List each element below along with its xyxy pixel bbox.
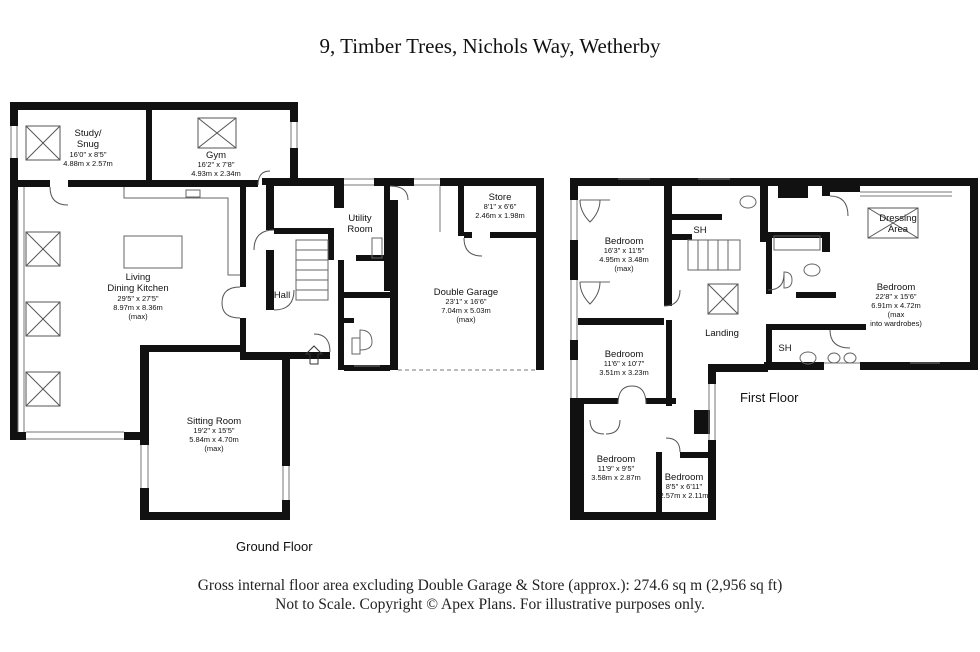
floor-area-note: Gross internal floor area excluding Doub…: [197, 577, 783, 594]
bed3-name: Bedroom: [597, 454, 636, 465]
ground-floor-walls: [10, 102, 544, 520]
dressing-name-2: Area: [888, 224, 909, 235]
ground-floor-doors: [49, 170, 483, 353]
master-note-2: into wardrobes): [870, 319, 922, 328]
master-metric: 6.91m x 4.72m: [871, 301, 921, 310]
roof-lights: [25, 117, 919, 407]
garage-note: (max): [456, 315, 476, 324]
entrance-arrow: [304, 345, 324, 365]
kitchen-metric: 8.97m x 8.36m: [113, 303, 163, 312]
kitchen-note: (max): [128, 312, 148, 321]
bed4-name: Bedroom: [665, 472, 704, 483]
garage-name: Double Garage: [434, 287, 498, 298]
bed1-metric: 4.95m x 3.48m: [599, 255, 649, 264]
garage-metric: 7.04m x 5.03m: [441, 306, 491, 315]
first-floor-fittings: [580, 195, 857, 365]
bed2-name: Bedroom: [605, 349, 644, 360]
store-name: Store: [489, 192, 512, 203]
dressing-name-1: Dressing: [879, 213, 917, 224]
plan-title: 9, Timber Trees, Nichols Way, Wetherby: [319, 34, 661, 58]
bed3-metric: 3.58m x 2.87m: [591, 473, 641, 482]
utility-name-2: Room: [347, 224, 372, 235]
gym-name: Gym: [206, 150, 226, 161]
sitting-imperial: 19'2" x 15'5": [193, 426, 234, 435]
first-floor-walls: [570, 178, 978, 520]
kitchen-imperial: 29'5" x 27'5": [117, 294, 158, 303]
utility-name-1: Utility: [348, 213, 371, 224]
master-name: Bedroom: [877, 282, 916, 293]
landing-name: Landing: [705, 328, 739, 339]
bed4-metric: 2.57m x 2.11m: [659, 491, 708, 500]
sitting-note: (max): [204, 444, 224, 453]
kitchen-name-1: Living: [126, 272, 151, 283]
bed3-imperial: 11'9" x 9'5": [598, 464, 635, 473]
study-name-2: Snug: [77, 139, 99, 150]
shower-1: SH: [693, 225, 706, 236]
room-labels: Study/ Snug 16'0" x 8'5" 4.88m x 2.57m G…: [63, 128, 922, 500]
bed4-imperial: 8'5" x 6'11": [666, 482, 703, 491]
store-metric: 2.46m x 1.98m: [475, 211, 525, 220]
hall-name: Hall: [274, 290, 290, 301]
kitchen-fittings: [123, 187, 383, 355]
master-note-1: (max: [888, 310, 905, 319]
kitchen-name-2: Dining Kitchen: [107, 283, 168, 294]
copyright-note: Not to Scale. Copyright © Apex Plans. Fo…: [275, 596, 705, 613]
shower-2: SH: [778, 343, 791, 354]
study-metric: 4.88m x 2.57m: [63, 159, 113, 168]
sitting-name: Sitting Room: [187, 416, 241, 427]
bed2-imperial: 11'6" x 10'7": [604, 359, 645, 368]
ground-floor-label: Ground Floor: [236, 539, 313, 554]
first-floor-label: First Floor: [740, 390, 799, 405]
bed2-metric: 3.51m x 3.23m: [599, 368, 649, 377]
garage-imperial: 23'1" x 16'6": [445, 297, 486, 306]
master-imperial: 22'8" x 15'6": [875, 292, 916, 301]
study-name-1: Study/: [75, 128, 102, 139]
store-imperial: 8'1" x 6'6": [484, 202, 517, 211]
sitting-metric: 5.84m x 4.70m: [189, 435, 239, 444]
first-floor-doors: [579, 195, 851, 453]
gym-imperial: 16'2" x 7'8": [198, 160, 235, 169]
ground-floor-windows: [10, 122, 536, 500]
first-floor-windows: [570, 178, 952, 440]
bed1-imperial: 16'3" x 11'5": [604, 246, 645, 255]
bed1-name: Bedroom: [605, 236, 644, 247]
study-imperial: 16'0" x 8'5": [70, 150, 107, 159]
gym-metric: 4.93m x 2.34m: [191, 169, 241, 178]
bed1-note: (max): [614, 264, 634, 273]
